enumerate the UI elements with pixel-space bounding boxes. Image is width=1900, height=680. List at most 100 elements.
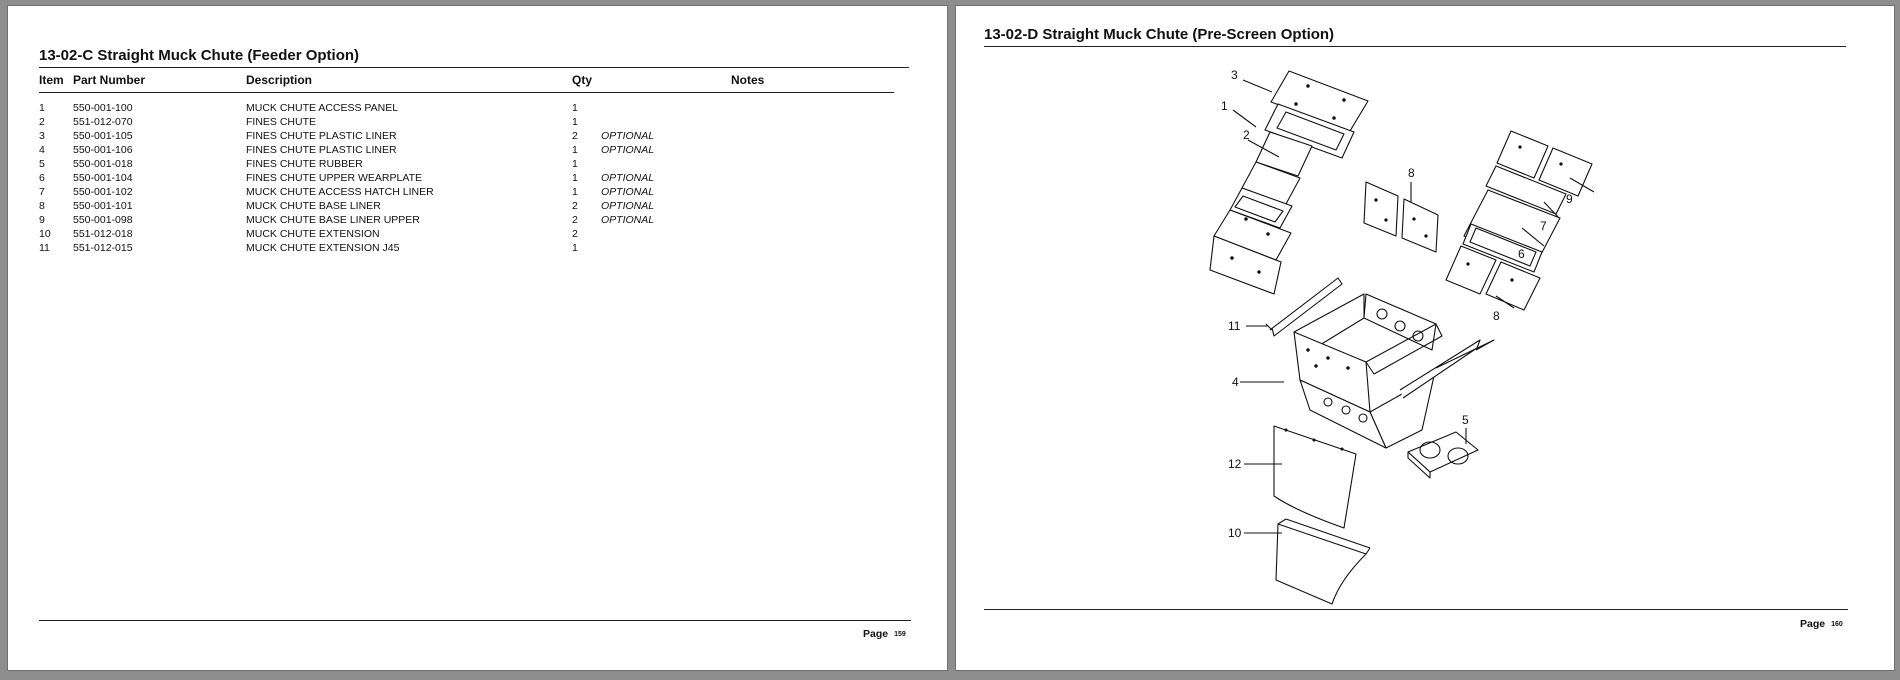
column-header-qty: Qty — [572, 73, 593, 87]
qty-cell: 2 — [572, 130, 578, 142]
note-cell: OPTIONAL — [601, 130, 655, 142]
table-row: 7 550-001-102 MUCK CHUTE ACCESS HATCH LI… — [8, 186, 947, 200]
page-footer: Page 160 — [1800, 618, 1843, 630]
qty-cell: 2 — [572, 200, 578, 212]
callout-label: 4 — [1232, 375, 1239, 389]
qty-cell: 1 — [572, 158, 578, 170]
part-number-cell: 550-001-098 — [73, 214, 133, 226]
part-number-cell: 550-001-100 — [73, 102, 133, 114]
part-number-cell: 550-001-104 — [73, 172, 133, 184]
table-row: 6 550-001-104 FINES CHUTE UPPER WEARPLAT… — [8, 172, 947, 186]
qty-cell: 1 — [572, 172, 578, 184]
item-cell: 8 — [39, 200, 45, 212]
table-row: 3 550-001-105 FINES CHUTE PLASTIC LINER … — [8, 130, 947, 144]
exploded-diagram-page: 13-02-D Straight Muck Chute (Pre-Screen … — [956, 6, 1894, 670]
part-fines-chute-body — [1293, 293, 1443, 449]
item-cell: 5 — [39, 158, 45, 170]
title-rule — [39, 67, 909, 68]
note-cell: OPTIONAL — [601, 200, 655, 212]
page-number: 160 — [1831, 621, 1843, 628]
description-cell: FINES CHUTE PLASTIC LINER — [246, 144, 397, 156]
callout-label: 3 — [1231, 68, 1238, 82]
callout-label: 5 — [1462, 413, 1469, 427]
callout-label: 2 — [1243, 128, 1250, 142]
callout-label: 6 — [1518, 247, 1525, 261]
item-cell: 4 — [39, 144, 45, 156]
item-cell: 6 — [39, 172, 45, 184]
page-footer: Page 159 — [863, 628, 906, 640]
header-rule — [39, 92, 894, 93]
description-cell: FINES CHUTE RUBBER — [246, 158, 363, 170]
part-extension-j45 — [1265, 277, 1343, 337]
item-cell: 11 — [39, 242, 50, 254]
note-cell: OPTIONAL — [601, 214, 655, 226]
section-title: 13-02-D Straight Muck Chute (Pre-Screen … — [984, 26, 1335, 43]
part-number-cell: 550-001-106 — [73, 144, 133, 156]
qty-cell: 1 — [572, 102, 578, 114]
part-number-cell: 551-012-070 — [73, 116, 133, 128]
table-row: 5 550-001-018 FINES CHUTE RUBBER 1 — [8, 158, 947, 172]
table-row: 1 550-001-100 MUCK CHUTE ACCESS PANEL 1 — [8, 102, 947, 116]
part-chute-liner — [1209, 131, 1313, 295]
qty-cell: 1 — [572, 116, 578, 128]
table-row: 9 550-001-098 MUCK CHUTE BASE LINER UPPE… — [8, 214, 947, 228]
qty-cell: 2 — [572, 214, 578, 226]
callout-label: 8 — [1408, 166, 1415, 180]
qty-cell: 1 — [572, 242, 578, 254]
part-number-cell: 550-001-102 — [73, 186, 133, 198]
page-label: Page — [1800, 618, 1826, 630]
title-rule — [984, 46, 1846, 47]
part-number-cell: 551-012-015 — [73, 242, 133, 254]
part-base-liner-stack — [1445, 130, 1593, 311]
part-chute-extension-lower — [1275, 518, 1371, 605]
item-cell: 2 — [39, 116, 45, 128]
callout-label: 7 — [1540, 219, 1547, 233]
item-cell: 9 — [39, 214, 45, 226]
qty-cell: 1 — [572, 144, 578, 156]
description-cell: MUCK CHUTE ACCESS HATCH LINER — [246, 186, 434, 198]
callout-label: 9 — [1566, 192, 1573, 206]
callout-label: 1 — [1221, 99, 1228, 113]
part-number-cell: 550-001-101 — [73, 200, 133, 212]
callout-label: 10 — [1228, 526, 1242, 540]
footer-rule — [39, 620, 911, 621]
table-row: 8 550-001-101 MUCK CHUTE BASE LINER 2 OP… — [8, 200, 947, 214]
column-header-notes: Notes — [731, 73, 765, 87]
part-number-cell: 550-001-105 — [73, 130, 133, 142]
page-number: 159 — [894, 631, 906, 638]
description-cell: MUCK CHUTE ACCESS PANEL — [246, 102, 399, 114]
exploded-assembly-diagram: 3 1 2 8 9 7 6 8 11 4 5 12 10 — [1209, 68, 1595, 605]
column-header-description: Description — [246, 73, 313, 87]
parts-list-page: 13-02-C Straight Muck Chute (Feeder Opti… — [8, 6, 947, 670]
part-chute-extension-upper — [1273, 425, 1357, 529]
column-header-part-number: Part Number — [73, 73, 146, 87]
note-cell: OPTIONAL — [601, 172, 655, 184]
description-cell: MUCK CHUTE EXTENSION — [246, 228, 380, 240]
page-label: Page — [863, 628, 889, 640]
part-number-cell: 551-012-018 — [73, 228, 133, 240]
part-hatch-frame — [1264, 103, 1355, 159]
note-cell: OPTIONAL — [601, 144, 655, 156]
footer-rule — [984, 609, 1848, 610]
qty-cell: 2 — [572, 228, 578, 240]
callout-leaders — [1232, 79, 1595, 534]
qty-cell: 1 — [572, 186, 578, 198]
item-cell: 1 — [39, 102, 45, 114]
note-cell: OPTIONAL — [601, 186, 655, 198]
description-cell: MUCK CHUTE BASE LINER UPPER — [246, 214, 420, 226]
callout-label: 11 — [1228, 319, 1241, 333]
part-extension-right — [1399, 339, 1495, 399]
description-cell: FINES CHUTE UPPER WEARPLATE — [246, 172, 422, 184]
description-cell: MUCK CHUTE BASE LINER — [246, 200, 381, 212]
item-cell: 3 — [39, 130, 45, 142]
callout-label: 12 — [1228, 457, 1242, 471]
section-title: 13-02-C Straight Muck Chute (Feeder Opti… — [39, 47, 360, 64]
part-number-cell: 550-001-018 — [73, 158, 133, 170]
table-row: 2 551-012-070 FINES CHUTE 1 — [8, 116, 947, 130]
item-cell: 7 — [39, 186, 45, 198]
item-cell: 10 — [39, 228, 51, 240]
column-header-item: Item — [39, 73, 64, 87]
table-row: 10 551-012-018 MUCK CHUTE EXTENSION 2 — [8, 228, 947, 242]
callout-label: 8 — [1493, 309, 1500, 323]
description-cell: FINES CHUTE — [246, 116, 317, 128]
